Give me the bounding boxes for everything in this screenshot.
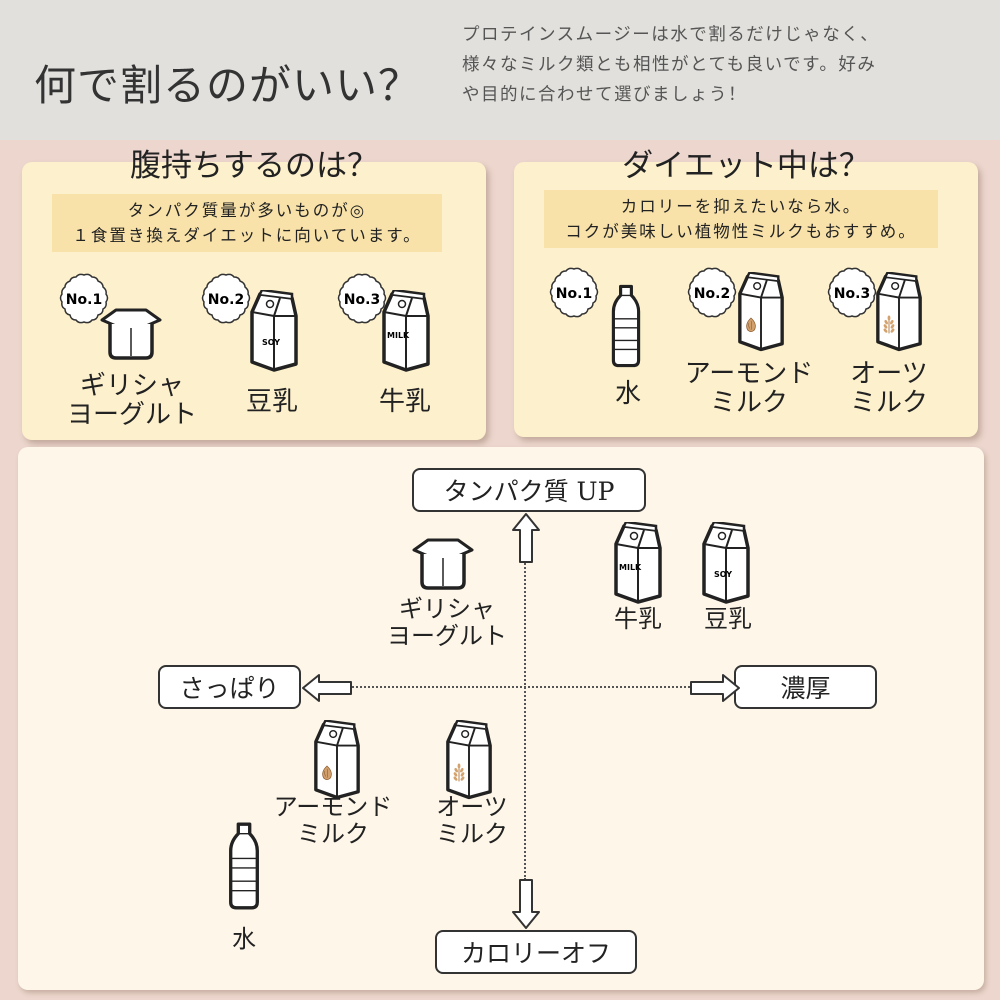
yogurt-icon	[412, 536, 474, 592]
axis-label-left: さっぱり	[158, 665, 301, 709]
svg-text:No.2: No.2	[694, 286, 730, 302]
soy-milk-carton-icon: SOY	[700, 522, 752, 604]
intro-line: 様々なミルク類とも相性がとても良いです。好み	[462, 55, 877, 75]
item-label: 豆乳	[245, 387, 298, 417]
svg-text:SOY: SOY	[262, 338, 280, 347]
axis-label-top: タンパク質 UP	[412, 468, 646, 512]
yogurt-icon	[100, 306, 162, 362]
svg-text:MILK: MILK	[387, 331, 410, 340]
diet-card: カロリーを抑えたいなら水。 コクが美味しい植物性ミルクもおすすめ。 No.1 水…	[514, 162, 978, 437]
milk-carton-icon: MILK	[612, 522, 664, 604]
band-line: カロリーを抑えたいなら水。	[620, 197, 862, 216]
rank-badge-3-icon: No.3	[826, 266, 878, 318]
rank-badge-3-icon: No.3	[336, 272, 388, 324]
soy-milk-carton-icon: SOY	[248, 290, 300, 372]
band-line: タンパク質量が多いものが◎	[127, 201, 367, 220]
svg-text:No.3: No.3	[834, 286, 870, 302]
svg-text:No.2: No.2	[208, 292, 244, 308]
positioning-map	[18, 447, 984, 990]
milk-carton-icon: MILK	[380, 290, 432, 372]
rank-badge-1-icon: No.1	[548, 266, 600, 318]
item-label: アーモンドミルク	[684, 359, 814, 418]
satiety-band: タンパク質量が多いものが◎ １食置き換えダイエットに向いています。	[52, 194, 442, 252]
axis-label-bottom: カロリーオフ	[435, 930, 637, 974]
page-title: 何で割るのがいい？	[34, 61, 422, 110]
water-bottle-icon	[225, 820, 263, 912]
oat-milk-carton-icon	[444, 720, 494, 800]
map-item-almond: アーモンドミルク	[273, 793, 393, 848]
diet-band: カロリーを抑えたいなら水。 コクが美味しい植物性ミルクもおすすめ。	[544, 190, 938, 248]
item-label: 水	[614, 379, 641, 409]
item-label: 牛乳	[378, 387, 431, 417]
arrow-up-icon	[511, 512, 541, 564]
svg-text:SOY: SOY	[714, 570, 732, 579]
arrow-right-icon	[689, 673, 741, 703]
diet-title: ダイエット中は？	[622, 148, 870, 184]
arrow-left-icon	[301, 673, 353, 703]
vertical-axis-line	[524, 560, 526, 880]
satiety-card: タンパク質量が多いものが◎ １食置き換えダイエットに向いています。 No.1 ギ…	[22, 162, 486, 440]
svg-text:No.1: No.1	[556, 286, 592, 302]
map-item-yogurt: ギリシャヨーグルト	[387, 595, 507, 650]
map-item-milk: 牛乳	[614, 605, 662, 633]
almond-milk-carton-icon	[736, 272, 786, 352]
map-item-water: 水	[232, 925, 256, 953]
intro-text: プロテインスムージーは水で割るだけじゃなく、 様々なミルク類とも相性がとても良い…	[462, 20, 982, 110]
map-item-soy: 豆乳	[704, 605, 752, 633]
rank-badge-1-icon: No.1	[58, 272, 110, 324]
satiety-title: 腹持ちするのは？	[130, 148, 378, 184]
header: 何で割るのがいい？ プロテインスムージーは水で割るだけじゃなく、 様々なミルク類…	[0, 0, 1000, 140]
svg-text:No.3: No.3	[344, 292, 380, 308]
item-label: ギリシャヨーグルト	[66, 371, 197, 430]
intro-line: プロテインスムージーは水で割るだけじゃなく、	[462, 25, 880, 45]
almond-milk-carton-icon	[312, 720, 362, 800]
svg-text:No.1: No.1	[66, 292, 102, 308]
arrow-down-icon	[511, 878, 541, 930]
item-label: オーツミルク	[849, 359, 928, 418]
rank-badge-2-icon: No.2	[686, 266, 738, 318]
oat-milk-carton-icon	[874, 272, 924, 352]
axis-label-right: 濃厚	[734, 665, 877, 709]
band-line: コクが美味しい植物性ミルクもおすすめ。	[565, 222, 917, 241]
water-bottle-icon	[608, 282, 644, 370]
svg-text:MILK: MILK	[619, 563, 642, 572]
map-item-oat: オーツミルク	[436, 793, 508, 848]
horizontal-axis-line	[352, 686, 690, 688]
intro-line: や目的に合わせて選びましょう！	[462, 85, 747, 105]
rank-badge-2-icon: No.2	[200, 272, 252, 324]
band-line: １食置き換えダイエットに向いています。	[72, 226, 422, 245]
